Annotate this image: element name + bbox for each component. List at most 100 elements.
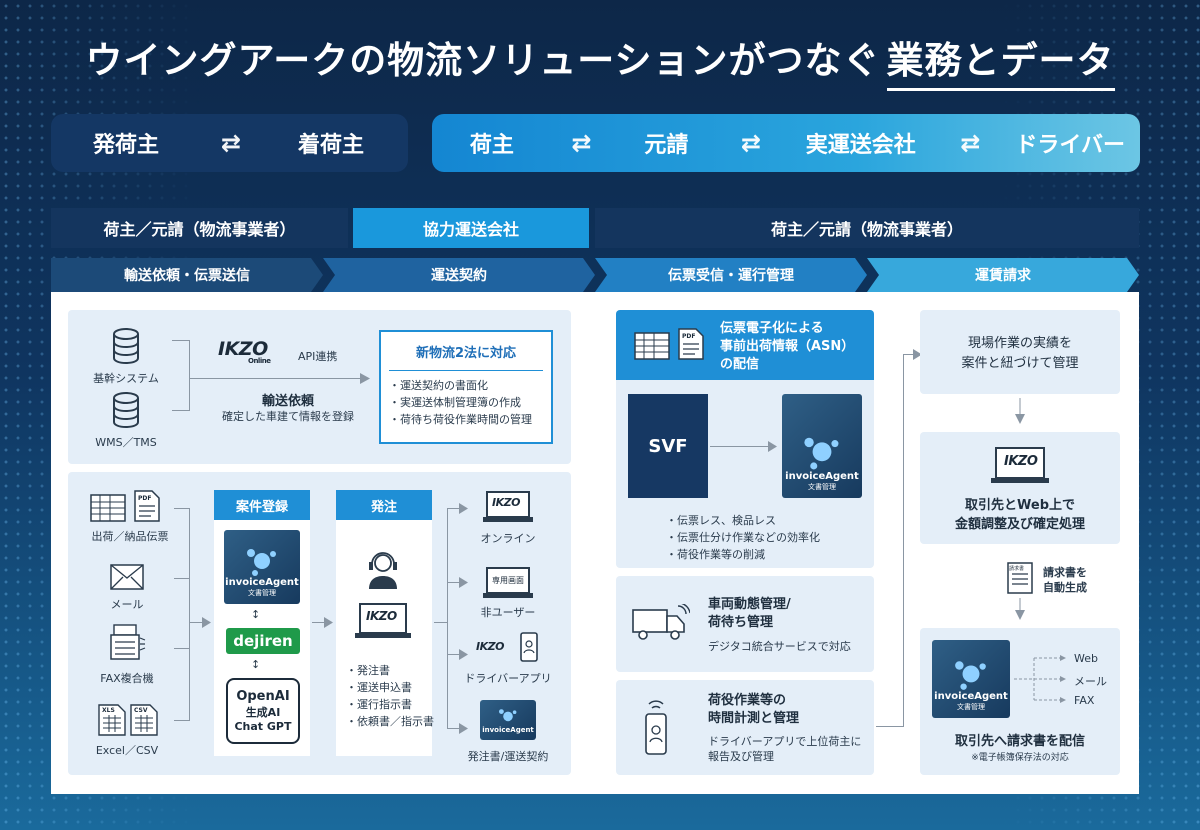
ebook-law-note: ※電子帳簿保存法の対応	[971, 753, 1069, 763]
step-receive: 伝票受信・運行管理	[595, 258, 867, 292]
arrow-right-icon	[360, 373, 370, 384]
invoice-doc-icon	[1007, 562, 1033, 594]
asn-benefit: ・伝票仕分け作業などの効率化	[666, 531, 820, 544]
asn-benefit: ・荷役作業等の削減	[666, 548, 765, 561]
ikzo-logo: IKZO	[492, 496, 520, 509]
bidirectional-arrow-icon: ↕	[251, 658, 261, 671]
deliver-text: 取引先へ請求書を配信	[954, 734, 1085, 749]
handling-title: 時間計測と管理	[708, 711, 800, 726]
adjust-text: 取引先とWeb上で	[965, 498, 1075, 513]
order-item: ・運送申込書	[346, 681, 412, 694]
request-desc: 確定した車建て情報を登録	[222, 410, 354, 423]
xls-label: XLS	[102, 707, 115, 714]
smartphone-signal-icon	[645, 700, 667, 755]
handling-sub: ドライバーアプリで上位荷主に	[708, 735, 862, 748]
output-online-label: オンライン	[480, 532, 536, 545]
mail-icon	[110, 564, 144, 590]
law-box: 新物流2法に対応 ・運送契約の書面化 ・実運送体制管理簿の作成 ・荷待ち荷役作業…	[379, 330, 553, 444]
molecule-icon	[804, 437, 839, 470]
order-tag: 発注	[336, 490, 432, 520]
law-item: ・荷待ち荷役作業時間の管理	[389, 413, 532, 426]
order-item: ・依頼書／指示書	[346, 715, 434, 728]
wms-label: WMS／TMS	[95, 436, 157, 449]
channel-web: Web	[1074, 652, 1098, 665]
panel-vehicle: 車両動態管理/ 荷待ち管理 デジタコ統合サービスで対応	[616, 576, 874, 672]
divider	[389, 370, 543, 371]
process-steps: 輸送依頼・伝票送信 運送契約 伝票受信・運行管理 運賃請求	[51, 258, 1139, 292]
step-billing: 運賃請求	[867, 258, 1139, 292]
handling-title: 荷役作業等の	[708, 693, 787, 708]
title-main: ウイングアークの物流ソリューションがつなぐ	[85, 39, 881, 82]
database-icon	[113, 392, 139, 428]
page-title: ウイングアークの物流ソリューションがつなぐ業務とデータ	[0, 30, 1200, 91]
invoiceagent-logo: invoiceAgent	[480, 700, 536, 740]
flow-shipper: 発荷主	[92, 133, 159, 158]
asn-line: 伝票電子化による	[720, 321, 824, 336]
channel-fax: FAX	[1074, 694, 1095, 707]
panel-asn: PDF 伝票電子化による 事前出荷情報（ASN） の配信 SVF invoice…	[616, 310, 874, 568]
spreadsheet-icon	[90, 494, 126, 522]
csv-file-icon	[130, 704, 158, 736]
pdf-label: PDF	[682, 333, 696, 340]
step-contract: 運送契約	[323, 258, 595, 292]
output-nonuser-label: 非ユーザー	[480, 606, 536, 619]
arrow-right-icon	[202, 617, 211, 628]
handling-sub: 報告及び管理	[708, 750, 774, 763]
arrow-right-icon	[324, 617, 333, 628]
genai-label: 生成AI	[245, 706, 281, 719]
auto-text: 請求書を	[1043, 566, 1087, 579]
vehicle-title: 車両動態管理/	[708, 597, 791, 612]
record-text: 案件と紐づけて管理	[961, 356, 1079, 371]
input-fax-label: FAX複合機	[100, 672, 154, 685]
panel-adjust: IKZO 取引先とWeb上で 金額調整及び確定処理	[920, 432, 1120, 544]
svf-logo: SVF	[628, 394, 708, 498]
dejiren-logo: dejiren	[226, 628, 300, 654]
arrow-right-icon	[459, 577, 468, 588]
header-shipper-left: 荷主／元請（物流事業者）	[51, 208, 348, 248]
api-label: API連携	[298, 350, 338, 363]
pdf-label: PDF	[138, 495, 152, 502]
vehicle-title: 荷待ち管理	[708, 615, 774, 630]
ikzo-logo: IKZO	[1004, 454, 1038, 469]
flow-consignee: 着荷主	[297, 133, 364, 158]
title-highlight: 業務とデータ	[886, 30, 1115, 91]
molecule-icon	[247, 549, 276, 576]
output-driverapp-label: ドライバーアプリ	[464, 672, 552, 685]
auto-text: 自動生成	[1043, 581, 1087, 594]
branch-dashed-arrows	[1014, 655, 1066, 703]
panel-record: 現場作業の実績を 案件と紐づけて管理	[920, 310, 1120, 394]
flow-carrier: 実運送会社	[805, 133, 916, 158]
input-mail-label: メール	[110, 598, 144, 611]
arrow-down-icon	[1015, 398, 1025, 424]
bidirectional-arrow-icon: ↕	[251, 608, 261, 621]
pdf-icon	[678, 328, 704, 360]
law-title: 新物流2法に対応	[415, 346, 517, 361]
arrow-down-icon	[1015, 598, 1025, 620]
request-title: 輸送依頼	[261, 394, 314, 409]
system-label: 基幹システム	[93, 372, 159, 385]
doc-label: 請求書	[1009, 566, 1025, 572]
csv-label: CSV	[134, 707, 148, 714]
order-item: ・発注書	[346, 664, 390, 677]
smartphone-icon	[520, 632, 538, 662]
order-item: ・運行指示書	[346, 698, 412, 711]
xls-file-icon	[98, 704, 126, 736]
pdf-icon	[134, 490, 160, 522]
vehicle-sub: デジタコ統合サービスで対応	[708, 640, 851, 653]
exchange-icon: ⇄	[571, 129, 592, 157]
screen-label: 専用画面	[492, 576, 524, 585]
arrow-right-icon	[459, 723, 468, 734]
operator-headset-icon	[369, 552, 397, 589]
truck-icon	[632, 604, 690, 640]
panel-handling: 荷役作業等の 時間計測と管理 ドライバーアプリで上位荷主に 報告及び管理	[616, 680, 874, 775]
panel-ordering: PDF 出荷／納品伝票 メール FAX複合機 XLS CSV Excel／CSV…	[68, 472, 571, 775]
openai-box: OpenAI 生成AI Chat GPT	[226, 678, 300, 744]
flow-bar-left: 発荷主 ⇄ 着荷主	[51, 114, 408, 172]
openai-label: OpenAI	[236, 689, 290, 704]
laptop-icon	[355, 603, 411, 638]
